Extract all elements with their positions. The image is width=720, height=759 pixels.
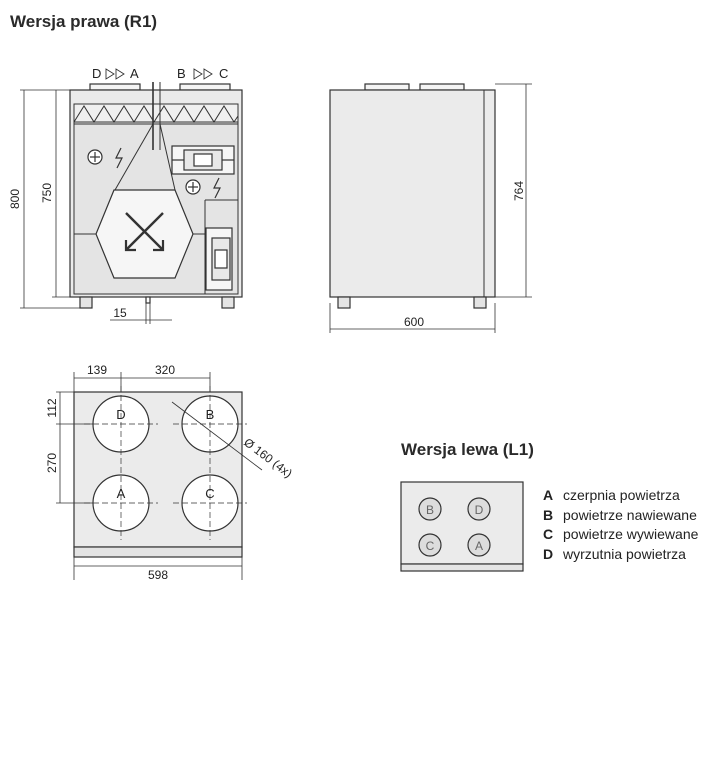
top-port-c: C bbox=[205, 486, 214, 501]
dim-15: 15 bbox=[113, 306, 127, 320]
legend-key: D bbox=[543, 545, 554, 562]
lower-fan bbox=[205, 227, 233, 291]
upper-fan bbox=[171, 145, 235, 175]
left-port-a: A bbox=[475, 539, 483, 553]
front-view bbox=[20, 68, 243, 324]
port-label-c: C bbox=[219, 66, 228, 81]
legend-key: C bbox=[543, 526, 554, 542]
top-port-d: D bbox=[116, 407, 125, 422]
port-label-a: A bbox=[130, 66, 139, 81]
legend-text: powietrze wywiewane bbox=[563, 526, 699, 542]
electric-icon bbox=[115, 147, 123, 169]
legend-text: czerpnia powietrza bbox=[563, 487, 680, 503]
title-right-version: Wersja prawa (R1) bbox=[10, 12, 158, 31]
legend-key: A bbox=[543, 487, 554, 503]
port-label-b: B bbox=[177, 66, 186, 81]
left-version-view bbox=[400, 481, 524, 572]
port-label-d: D bbox=[92, 66, 101, 81]
dim-diameter: Ø 160 (4x) bbox=[241, 435, 295, 480]
top-port-b: B bbox=[206, 407, 215, 422]
dim-750: 750 bbox=[40, 183, 54, 203]
title-left-version: Wersja lewa (L1) bbox=[401, 440, 534, 459]
legend-text: wyrzutnia powietrza bbox=[563, 545, 686, 562]
side-view bbox=[329, 83, 532, 333]
dim-270: 270 bbox=[45, 453, 59, 473]
dim-320: 320 bbox=[155, 363, 175, 377]
electric-icon-2 bbox=[213, 177, 221, 199]
dim-139: 139 bbox=[87, 363, 107, 377]
top-port-a: A bbox=[117, 486, 126, 501]
dim-112: 112 bbox=[45, 398, 59, 417]
dim-764: 764 bbox=[512, 181, 526, 201]
top-view bbox=[56, 372, 263, 580]
dim-800: 800 bbox=[8, 189, 22, 209]
left-port-b: B bbox=[426, 503, 434, 517]
legend-text: powietrze nawiewane bbox=[563, 506, 697, 523]
dim-598: 598 bbox=[148, 568, 168, 582]
left-port-d: D bbox=[475, 503, 484, 517]
legend-key: B bbox=[543, 506, 554, 523]
left-port-c: C bbox=[426, 539, 435, 553]
heat-exchanger-arrows-icon bbox=[124, 212, 165, 252]
dim-600: 600 bbox=[404, 315, 424, 329]
